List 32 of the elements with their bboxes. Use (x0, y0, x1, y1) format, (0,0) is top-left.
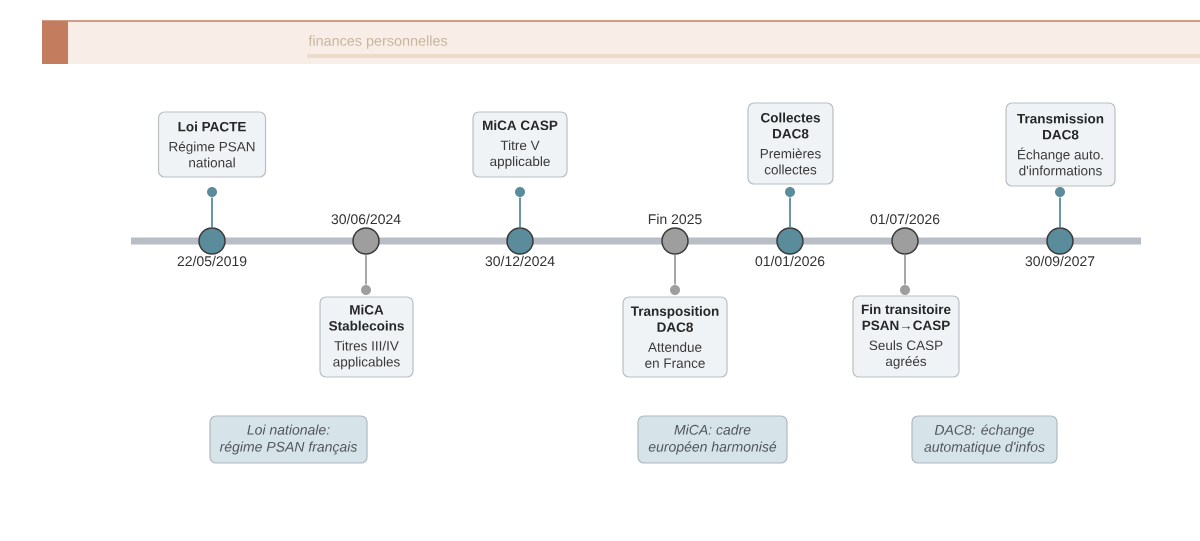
note-box: DAC8: échange automatique d'infos (911, 415, 1058, 464)
connector (789, 196, 791, 229)
connector (519, 196, 521, 229)
connector (211, 196, 213, 229)
timeline-marker (1046, 227, 1074, 255)
timeline-marker (506, 227, 534, 255)
connector (365, 253, 367, 286)
tagline: finances personnelles (308, 35, 448, 49)
date-label: 30/12/2024 (485, 255, 555, 267)
timeline-marker (776, 227, 804, 255)
date-label: 01/07/2026 (870, 213, 940, 225)
event-box: Fin transitoire PSAN→CASP Seuls CASP agréés (852, 295, 960, 378)
timeline-marker (661, 227, 689, 255)
timeline-marker (891, 227, 919, 255)
date-label: 01/01/2026 (755, 255, 825, 267)
note-box: Loi nationale: régime PSAN français (209, 415, 368, 464)
event-box: Collectes DAC8 Premières collectes (747, 102, 834, 185)
date-label: 22/05/2019 (177, 255, 247, 267)
timeline-marker (352, 227, 380, 255)
event-box: Transposition DAC8 Attendue en France (622, 296, 728, 378)
connector (904, 253, 906, 286)
timeline-marker (198, 227, 226, 255)
event-box: MiCA Stablecoins Titres III/IV applicables (319, 296, 414, 378)
connector (674, 253, 676, 286)
date-label: 30/06/2024 (331, 213, 401, 225)
note-box: MiCA: cadre européen harmonisé (637, 415, 788, 464)
connector (1059, 196, 1061, 229)
event-box: Loi PACTE Régime PSAN national (157, 111, 267, 178)
event-box: MiCA CASP Titre V applicable (472, 111, 568, 178)
date-label: Fin 2025 (648, 213, 702, 225)
date-label: 30/09/2027 (1025, 255, 1095, 267)
event-box: Transmission DAC8 Échange auto. d'informations (1005, 102, 1116, 187)
